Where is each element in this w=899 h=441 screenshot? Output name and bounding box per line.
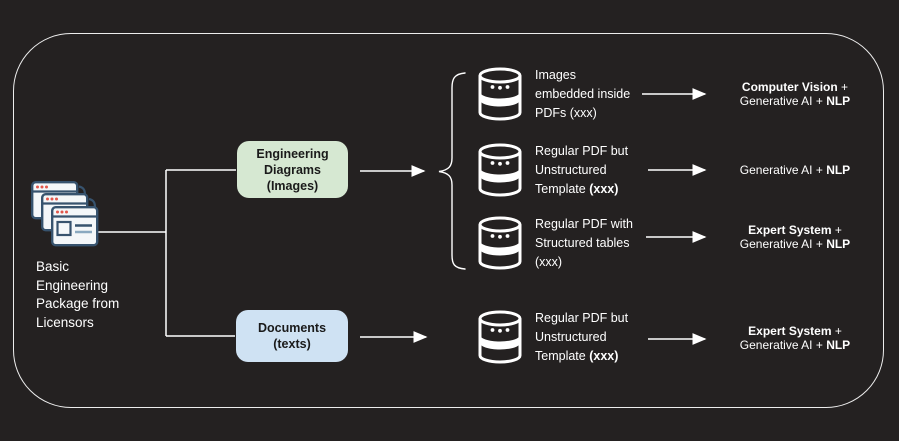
- desc-line: Unstructured: [535, 330, 607, 344]
- result-label: Computer Vision + Generative AI + NLP: [710, 72, 880, 116]
- result-label: Generative AI + NLP: [710, 148, 880, 192]
- source-label: Basic Engineering Package from Licensors: [36, 259, 120, 330]
- desc-line: Images: [535, 68, 576, 82]
- window-front: [51, 206, 99, 247]
- desc-line: Regular PDF but: [535, 311, 629, 325]
- desc-line: Regular PDF but: [535, 144, 629, 158]
- result-line: Expert System +: [748, 222, 842, 237]
- node-documents: Documents (texts): [236, 310, 348, 362]
- desc-line: PDFs (xxx): [535, 106, 597, 120]
- brace-left: [438, 72, 466, 270]
- db-row-description: Regular PDF but Unstructured Template (x…: [535, 309, 628, 366]
- database-icon: [478, 143, 522, 197]
- desc-line: (xxx): [535, 255, 563, 269]
- result-line: Expert System +: [748, 323, 842, 338]
- desc-line: Template (xxx): [535, 349, 619, 363]
- desc-line: Unstructured: [535, 163, 607, 177]
- result-line: Generative AI + NLP: [739, 162, 851, 177]
- desc-line: Regular PDF with: [535, 217, 633, 231]
- desc-line: Structured tables: [535, 236, 630, 250]
- result-line: Generative AI + NLP: [739, 338, 851, 352]
- db-row-description: Images embedded inside PDFs (xxx): [535, 66, 630, 123]
- result-label: Expert System + Generative AI + NLP: [710, 316, 880, 360]
- db-row-description: Regular PDF with Structured tables (xxx): [535, 215, 633, 272]
- result-line: Generative AI + NLP: [739, 237, 851, 251]
- desc-line: embedded inside: [535, 87, 631, 101]
- container-frame: [13, 33, 884, 408]
- result-line: Generative AI + NLP: [739, 94, 851, 108]
- desc-line: Template (xxx): [535, 182, 619, 196]
- result-label: Expert System + Generative AI + NLP: [710, 215, 880, 259]
- windows-stack-icon: [31, 181, 99, 247]
- database-icon: [478, 310, 522, 364]
- database-icon: [478, 67, 522, 121]
- database-icon: [478, 216, 522, 270]
- db-row-description: Regular PDF but Unstructured Template (x…: [535, 142, 628, 199]
- node-engineering-diagrams: Engineering Diagrams (Images): [237, 141, 348, 198]
- result-line: Computer Vision +: [741, 79, 849, 94]
